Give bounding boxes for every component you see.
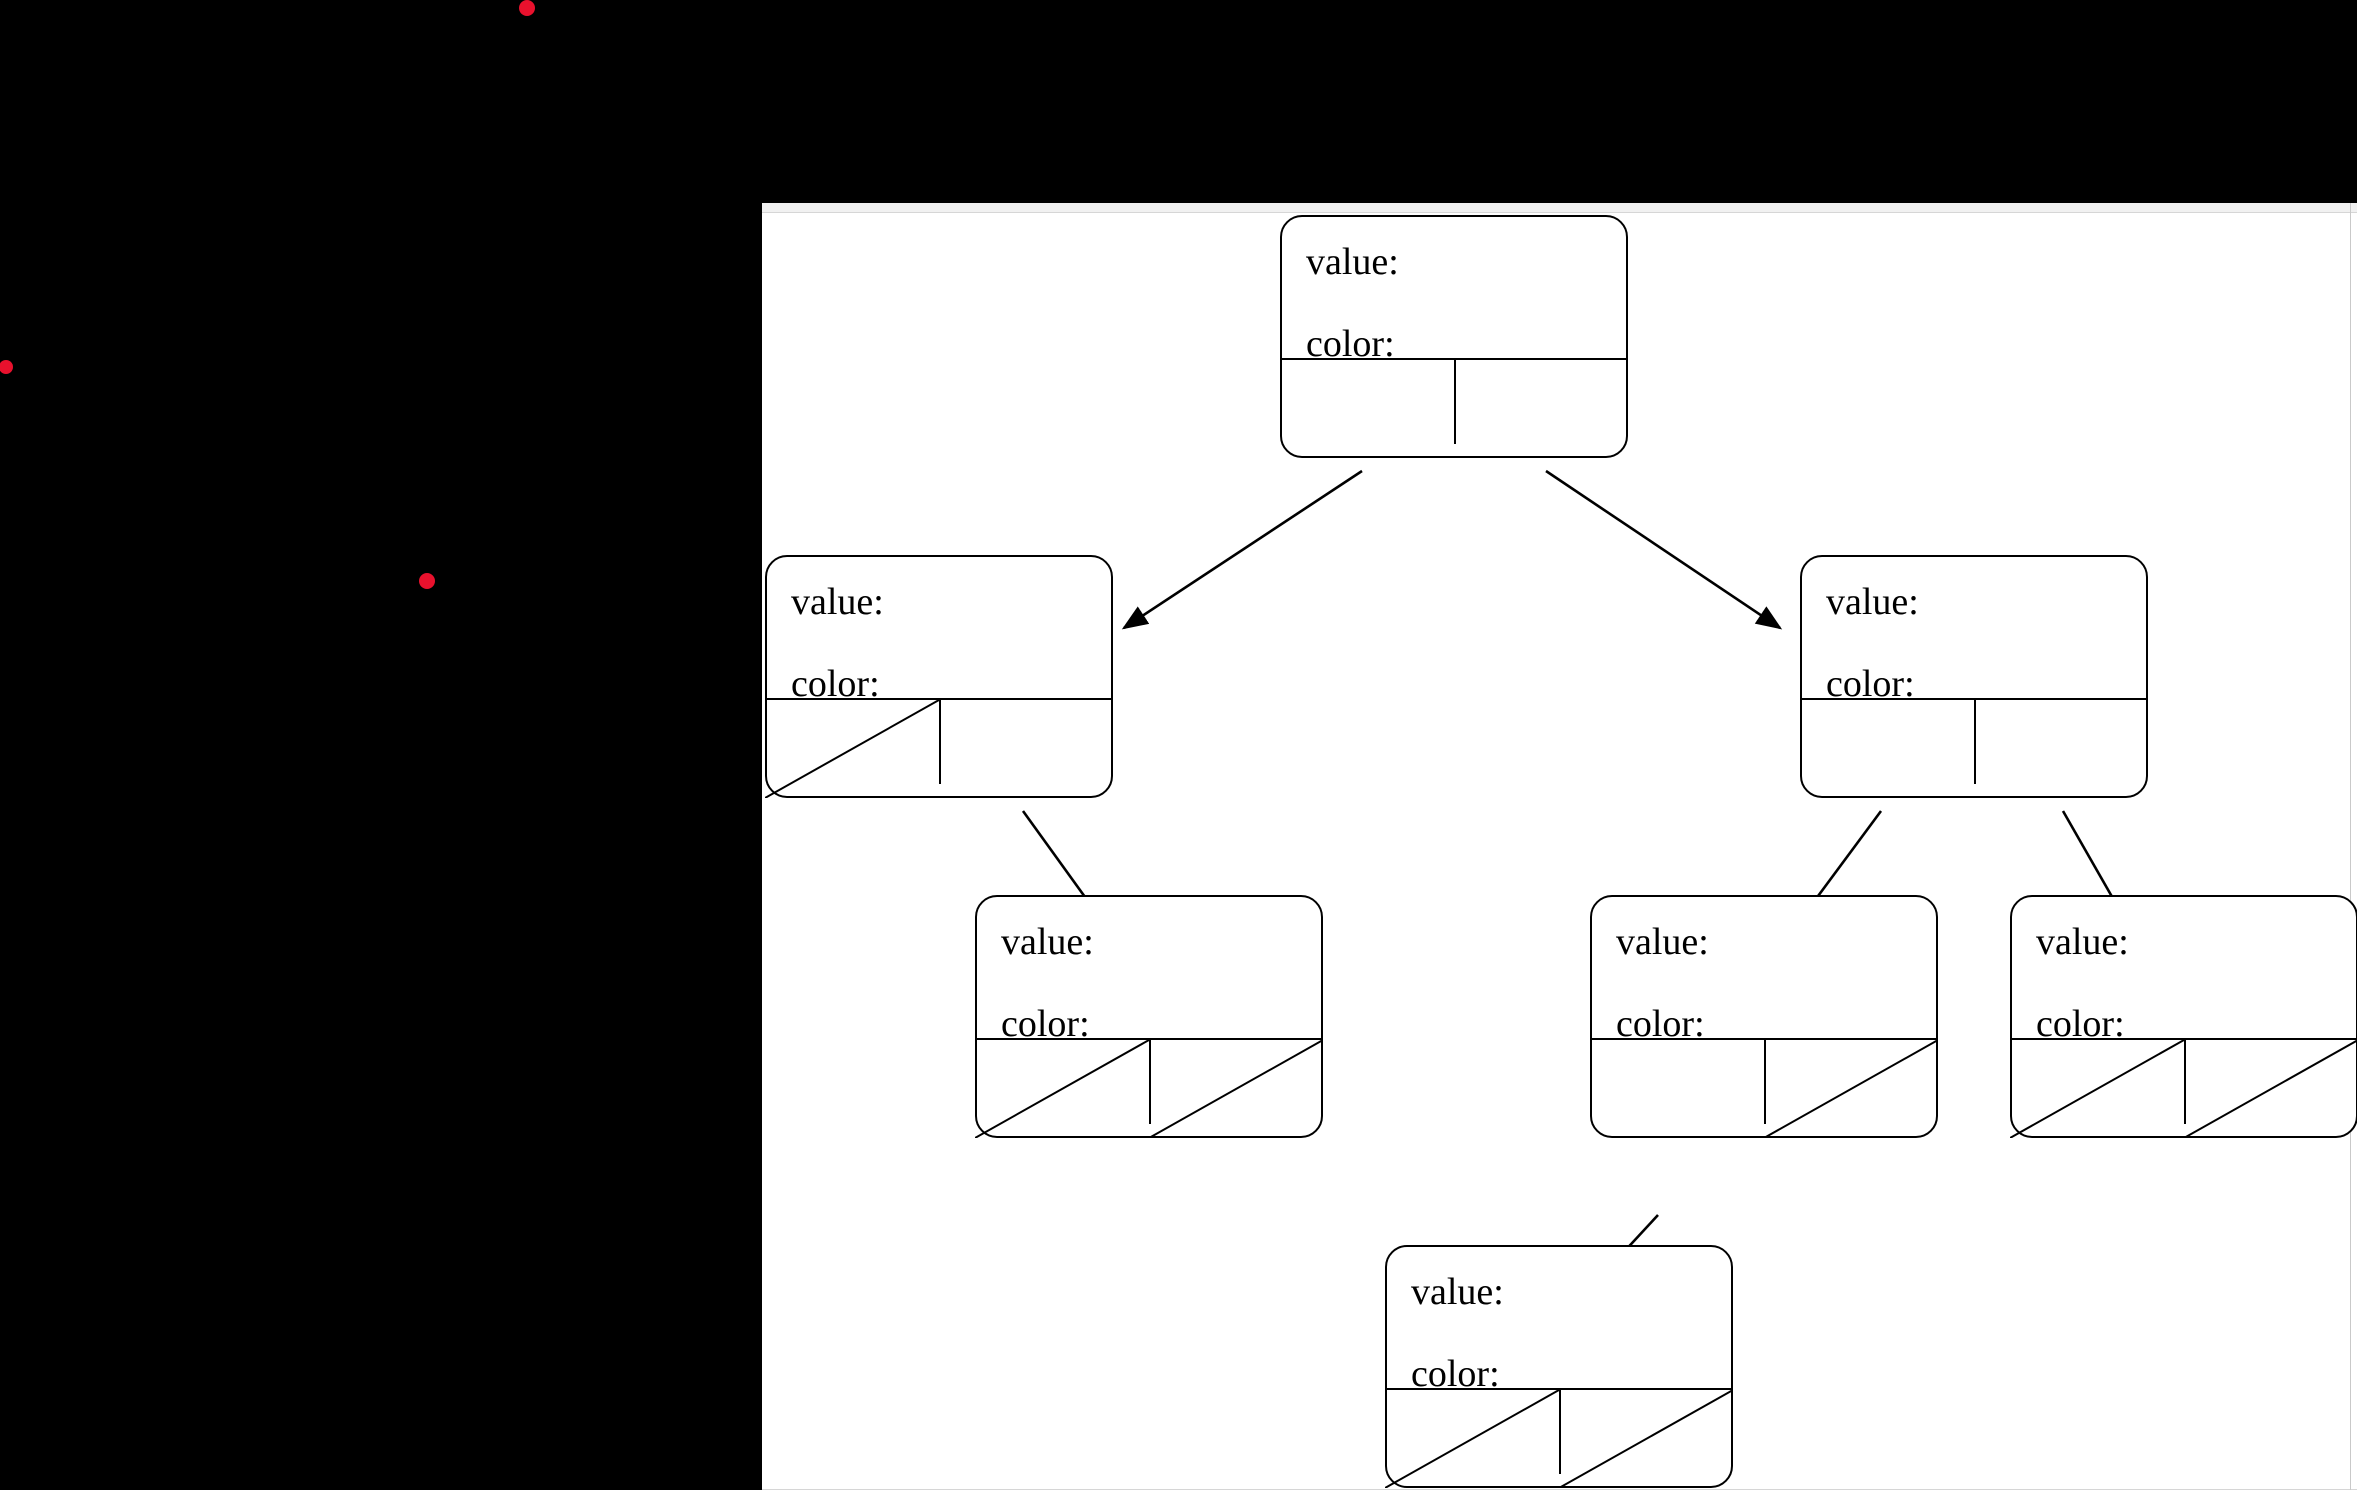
node-field-block: value: color:	[1387, 1247, 1731, 1395]
node-value-label: value:	[1616, 921, 1709, 963]
right-pointer-cell[interactable]	[1974, 700, 2148, 798]
null-pointer-slash-icon	[1764, 1040, 1938, 1138]
node-color-label: color:	[1001, 1003, 1090, 1045]
edge-root-to-left	[1121, 469, 1363, 630]
red-dot-left	[0, 360, 13, 374]
node-pointer-row	[1385, 1388, 1733, 1488]
node-value-label: value:	[1826, 581, 1919, 623]
pointer-cell-divider	[2184, 1040, 2186, 1124]
panel-top-strip	[762, 203, 2357, 213]
panel-right-edge-rule	[2350, 203, 2351, 1490]
diagram-viewport-panel[interactable]: value:color:value:color:value:color:valu…	[762, 203, 2357, 1490]
right-pointer-cell[interactable]	[2184, 1040, 2357, 1138]
node-pointer-row	[765, 698, 1113, 798]
node-value-label: value:	[1001, 921, 1094, 963]
right-pointer-cell[interactable]	[1764, 1040, 1938, 1138]
tree-node-root[interactable]: value: color:	[1280, 215, 1628, 458]
null-pointer-slash-icon	[765, 700, 939, 798]
node-pointer-row	[975, 1038, 1323, 1138]
node-color-label: color:	[2036, 1003, 2125, 1045]
node-color-label: color:	[1411, 1353, 1500, 1395]
node-field-block: value: color:	[977, 897, 1321, 1045]
right-pointer-cell[interactable]	[939, 700, 1113, 798]
right-pointer-cell[interactable]	[1454, 360, 1628, 458]
node-field-block: value: color:	[767, 557, 1111, 705]
null-pointer-slash-icon	[1149, 1040, 1323, 1138]
node-color-label: color:	[1616, 1003, 1705, 1045]
pointer-cell-divider	[1764, 1040, 1766, 1124]
null-pointer-slash-icon	[2184, 1040, 2357, 1138]
node-color-label: color:	[791, 663, 880, 705]
pointer-cell-divider	[1559, 1390, 1561, 1474]
node-color-label: color:	[1826, 663, 1915, 705]
left-pointer-cell[interactable]	[2010, 1040, 2184, 1138]
pointer-cell-divider	[1149, 1040, 1151, 1124]
node-field-block: value: color:	[1802, 557, 2146, 705]
node-pointer-row	[2010, 1038, 2357, 1138]
right-pointer-cell[interactable]	[1559, 1390, 1733, 1488]
left-pointer-cell[interactable]	[1800, 700, 1974, 798]
pointer-cell-divider	[1454, 360, 1456, 444]
red-dot-top	[519, 0, 535, 16]
tree-node-left[interactable]: value: color:	[765, 555, 1113, 798]
tree-node-right-left-left[interactable]: value: color:	[1385, 1245, 1733, 1488]
diagram-canvas[interactable]: value:color:value:color:value:color:valu…	[762, 203, 2357, 1490]
node-pointer-row	[1280, 358, 1628, 458]
right-pointer-cell[interactable]	[1149, 1040, 1323, 1138]
left-pointer-cell[interactable]	[975, 1040, 1149, 1138]
null-pointer-slash-icon	[975, 1040, 1149, 1138]
node-field-block: value: color:	[1282, 217, 1626, 365]
left-pointer-cell[interactable]	[1280, 360, 1454, 458]
pointer-cell-divider	[1974, 700, 1976, 784]
node-field-block: value: color:	[2012, 897, 2356, 1045]
node-pointer-row	[1800, 698, 2148, 798]
null-pointer-slash-icon	[1385, 1390, 1559, 1488]
null-pointer-slash-icon	[1559, 1390, 1733, 1488]
edge-root-to-right	[1545, 469, 1783, 630]
pointer-cell-divider	[939, 700, 941, 784]
red-dot-middle	[419, 573, 435, 589]
tree-node-left-right[interactable]: value: color:	[975, 895, 1323, 1138]
node-value-label: value:	[791, 581, 884, 623]
node-field-block: value: color:	[1592, 897, 1936, 1045]
left-pointer-cell[interactable]	[765, 700, 939, 798]
node-value-label: value:	[1306, 241, 1399, 283]
node-value-label: value:	[2036, 921, 2129, 963]
left-pointer-cell[interactable]	[1385, 1390, 1559, 1488]
null-pointer-slash-icon	[2010, 1040, 2184, 1138]
tree-node-right[interactable]: value: color:	[1800, 555, 2148, 798]
node-color-label: color:	[1306, 323, 1395, 365]
tree-node-right-right[interactable]: value: color:	[2010, 895, 2357, 1138]
node-pointer-row	[1590, 1038, 1938, 1138]
tree-node-right-left[interactable]: value: color:	[1590, 895, 1938, 1138]
node-value-label: value:	[1411, 1271, 1504, 1313]
left-pointer-cell[interactable]	[1590, 1040, 1764, 1138]
